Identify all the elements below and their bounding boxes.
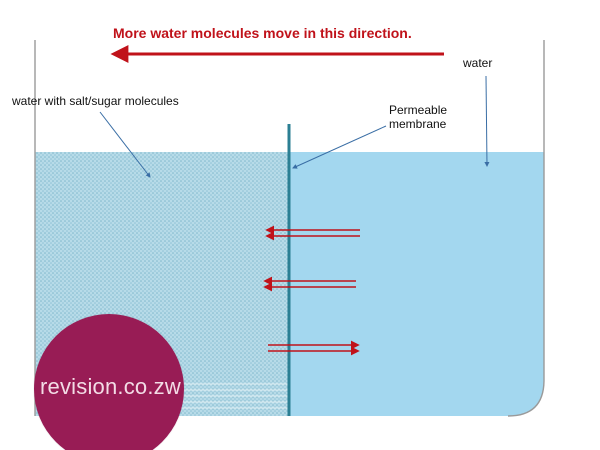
water-pointer: [484, 75, 490, 167]
water-label: water: [463, 56, 493, 70]
watermark-text: revision.co.zw: [40, 374, 181, 399]
flow-arrow-3: [268, 340, 360, 356]
diagram-title: More water molecules move in this direct…: [113, 25, 412, 41]
container-outline: [34, 40, 545, 417]
flow-arrow-1: [265, 225, 360, 241]
membrane-label: Permeable membrane: [389, 103, 448, 131]
watermark-badge: [34, 314, 184, 450]
flow-arrow-2: [263, 276, 356, 292]
water-region: [290, 152, 544, 416]
membrane-pointer: [292, 125, 387, 169]
solution-pointer: [99, 111, 151, 178]
solution-label: water with salt/sugar molecules: [12, 94, 179, 108]
